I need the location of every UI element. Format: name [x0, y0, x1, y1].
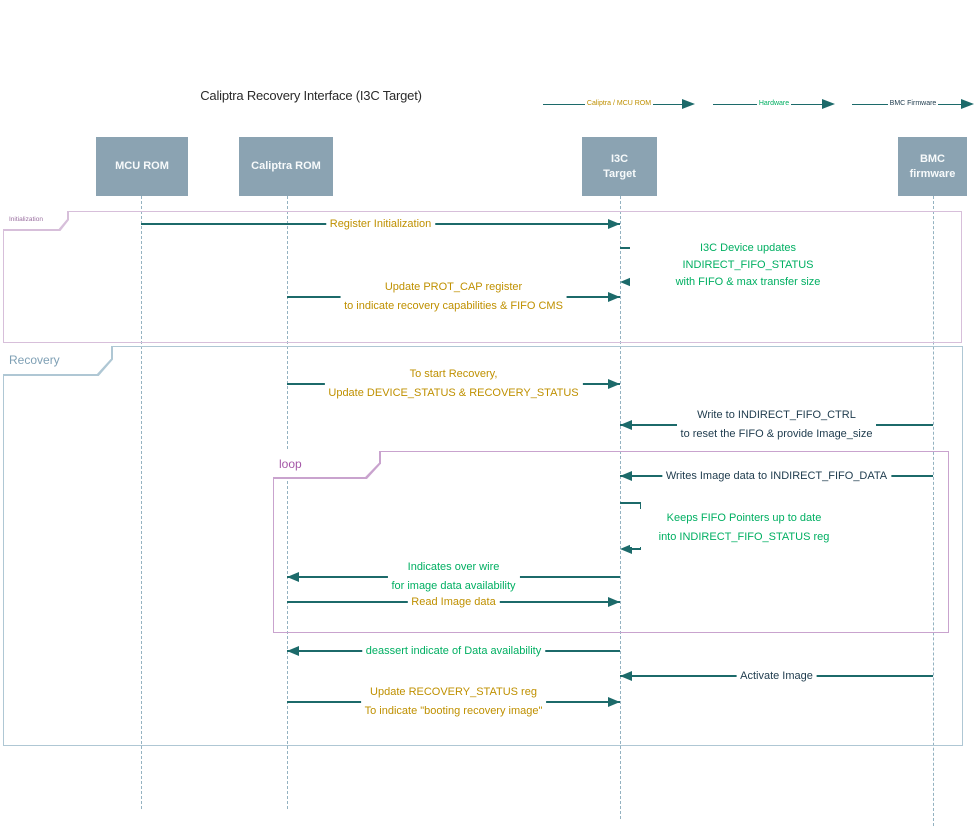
message-text-line: Writes Image data to INDIRECT_FIFO_DATA [665, 469, 888, 482]
self-message-label: Keeps FIFO Pointers up to date into INDIR… [630, 509, 858, 547]
frame-label: loop [279, 457, 302, 471]
message-text-line: into INDIRECT_FIFO_STATUS reg [658, 531, 830, 543]
frame-recovery: Recovery [3, 346, 963, 746]
message-label: Activate Image [736, 666, 817, 686]
legend-label-text: Hardware [756, 100, 792, 107]
message-label: deassert indicate of Data availability [361, 641, 546, 661]
message-text-line: Keeps FIFO Pointers up to date [666, 512, 822, 524]
frame-loop: loop [273, 451, 949, 633]
frame-tab-fill [3, 346, 111, 374]
message-label: Register Initialization [325, 214, 436, 234]
frame-initialization: Initialization [3, 211, 962, 343]
message-text-line: for image data availability [391, 580, 516, 592]
message-text-line: to indicate recovery capabilities & FIFO… [344, 300, 563, 312]
arrowhead-icon [608, 219, 620, 229]
arrowhead-icon [682, 99, 695, 109]
arrowhead-icon [287, 572, 299, 582]
message-text-line: Update PROT_CAP register [384, 281, 523, 293]
message-text-line: To start Recovery, [409, 368, 498, 380]
frame-tab-fill [273, 451, 379, 477]
arrowhead-icon [620, 277, 632, 287]
lifeline-bmc-firmware [933, 196, 934, 826]
arrowhead-icon [620, 544, 632, 554]
diagram-title: Caliptra Recovery Interface (I3C Target) [200, 88, 422, 103]
arrowhead-icon [608, 697, 620, 707]
self-message-top-line [620, 502, 641, 504]
message-label: Indicates over wire for image data availa… [387, 558, 520, 596]
message-text-line: To indicate "booting recovery image" [364, 705, 543, 717]
message-label: Update PROT_CAP register to indicate reco… [340, 278, 567, 316]
legend-label-text: Caliptra / MCU ROM [584, 100, 654, 107]
frame-tab-recovery: Recovery [3, 346, 113, 376]
arrowhead-icon [608, 292, 620, 302]
legend-item: Hardware [713, 97, 835, 111]
message-text-line: deassert indicate of Data availability [365, 644, 542, 657]
arrowhead-icon [287, 646, 299, 656]
actor-box-caliptra-rom: Caliptra ROM [239, 137, 333, 196]
frame-tab-loop: loop [273, 451, 381, 479]
message-text-line: Register Initialization [329, 217, 432, 230]
arrowhead-icon [620, 671, 632, 681]
actor-box-mcu-rom: MCU ROM [96, 137, 188, 196]
arrowhead-icon [608, 379, 620, 389]
lifeline-caliptra-rom [287, 196, 288, 809]
arrowhead-icon [961, 99, 974, 109]
lifeline-i3c-target [620, 196, 621, 819]
message-text-line: with FIFO & max transfer size [675, 276, 821, 288]
message-text-line: to reset the FIFO & provide Image_size [680, 428, 873, 440]
self-message-bottom-line [623, 548, 641, 550]
legend-item: Caliptra / MCU ROM [543, 97, 695, 111]
actor-box-i3c-target: I3C Target [582, 137, 657, 196]
frame-label: Initialization [9, 216, 43, 223]
frame-label: Recovery [9, 353, 60, 367]
actor-box-bmc-firmware: BMC firmware [898, 137, 967, 196]
message-label: Writes Image data to INDIRECT_FIFO_DATA [661, 466, 892, 486]
message-text-line: I3C Device updates [700, 242, 796, 254]
frame-tab-initialization: Initialization [3, 211, 69, 231]
message-text-line: Activate Image [740, 669, 813, 682]
arrowhead-icon [620, 420, 632, 430]
frame-tab-fill [3, 211, 67, 229]
message-text-line: Indicates over wire [407, 561, 500, 573]
lifeline-mcu-rom [141, 196, 142, 809]
legend-label-text: BMC Firmware [887, 100, 939, 107]
message-label: Update RECOVERY_STATUS reg To indicate "b… [360, 683, 547, 721]
message-text-line: INDIRECT_FIFO_STATUS [682, 259, 814, 271]
message-text-line: Update RECOVERY_STATUS reg [370, 686, 537, 698]
legend-label: BMC Firmware [852, 97, 974, 111]
message-text-line: Read Image data [411, 595, 496, 608]
legend-item: BMC Firmware [852, 97, 974, 111]
message-text-line: Update DEVICE_STATUS & RECOVERY_STATUS [328, 387, 579, 399]
message-text-line: Write to INDIRECT_FIFO_CTRL [697, 409, 856, 421]
arrowhead-icon [620, 471, 632, 481]
message-label: To start Recovery, Update DEVICE_STATUS &… [324, 365, 583, 403]
arrowhead-icon [822, 99, 835, 109]
message-label: Read Image data [407, 592, 500, 612]
legend-label: Caliptra / MCU ROM [543, 97, 695, 111]
arrowhead-icon [608, 597, 620, 607]
legend-label: Hardware [713, 97, 835, 111]
